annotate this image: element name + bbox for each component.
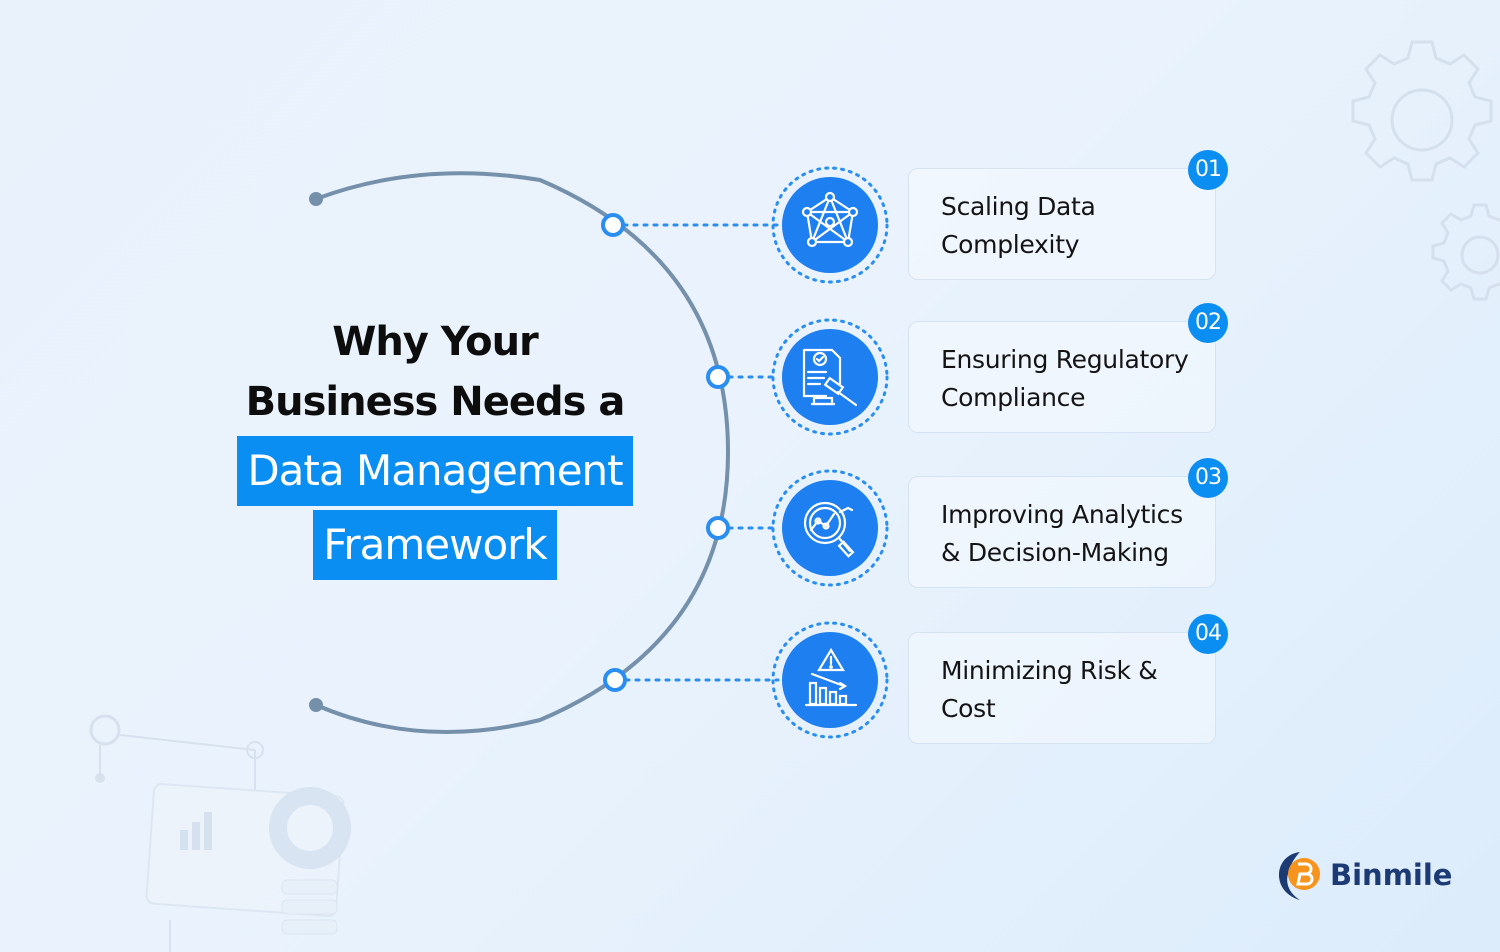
arc-endpoint [309, 698, 323, 712]
arc-node [601, 213, 625, 237]
number-badge: 04 [1188, 614, 1228, 654]
card-item-3: Improving Analytics & Decision-Making 03 [908, 458, 1228, 588]
brand-logo: Binmile [1274, 846, 1454, 902]
card-label: Minimizing Risk & Cost [941, 656, 1158, 723]
binmile-logo-icon [1278, 852, 1320, 900]
network-nodes-icon [771, 166, 889, 284]
title-highlight-1: Data Management [237, 436, 633, 506]
gear-icon [1431, 203, 1500, 301]
title-line-1: Why Your [332, 319, 539, 365]
number-badge: 02 [1188, 303, 1228, 343]
arc-node [706, 365, 730, 389]
brand-name: Binmile [1330, 858, 1453, 892]
card-item-1: Scaling Data Complexity 01 [908, 150, 1228, 280]
card-label: Improving Analytics & Decision-Making [941, 500, 1183, 567]
arc-endpoint [309, 192, 323, 206]
gear-icon [1351, 40, 1493, 182]
timeline-arc [315, 171, 731, 734]
card-label: Ensuring Regulatory Compliance [941, 345, 1189, 412]
number-badge: 03 [1188, 458, 1228, 498]
risk-warning-chart-icon [771, 621, 889, 739]
arc-node [603, 668, 627, 692]
dashboard-illustration [89, 714, 351, 952]
card-item-2: Ensuring Regulatory Compliance 02 [908, 303, 1228, 433]
title-highlight-2: Framework [313, 510, 557, 580]
main-title: Why Your Business Needs a Data Managemen… [200, 312, 670, 580]
legal-document-gavel-icon [771, 318, 889, 436]
number-badge: 01 [1188, 150, 1228, 190]
card-label: Scaling Data Complexity [941, 192, 1096, 259]
title-line-2: Business Needs a [245, 379, 626, 425]
arc-node [706, 516, 730, 540]
analytics-magnifier-icon [771, 469, 889, 587]
card-item-4: Minimizing Risk & Cost 04 [908, 614, 1228, 744]
